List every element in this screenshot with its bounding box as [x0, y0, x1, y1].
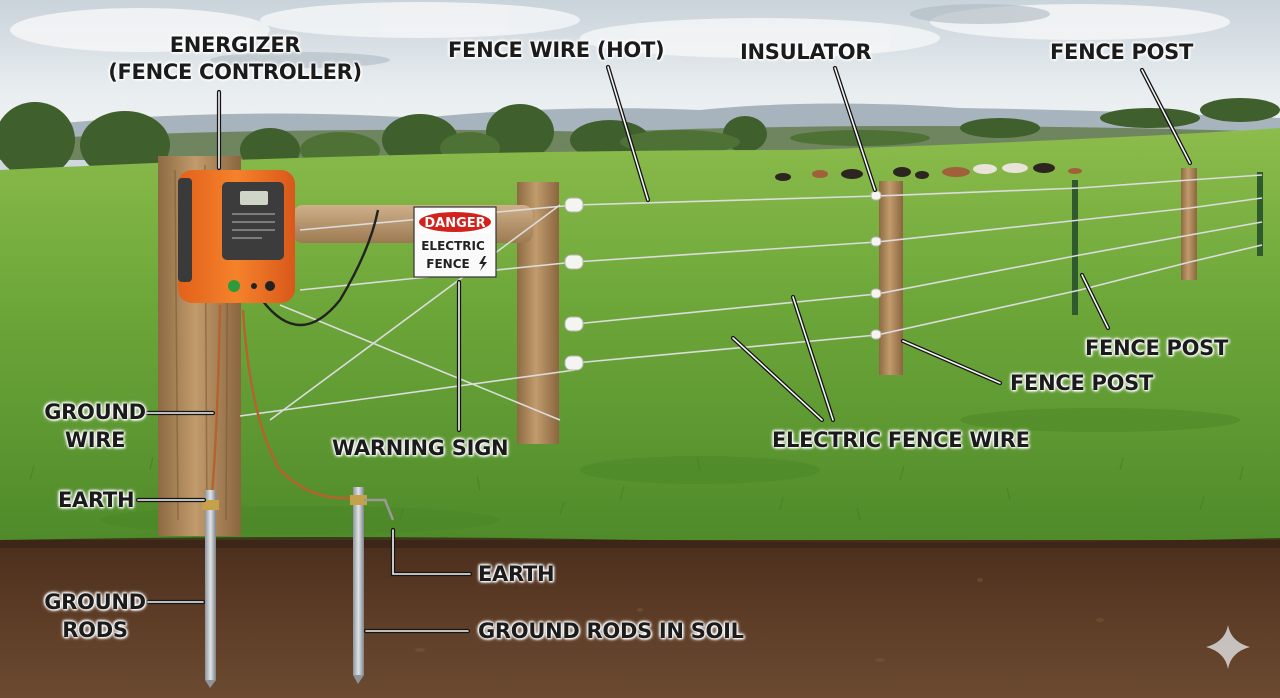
fence-post-label-mid: FENCE POST	[1010, 371, 1154, 395]
lightning-bolt-icon	[479, 256, 487, 271]
ground-wire-label-line2: WIRE	[64, 428, 126, 452]
ground-rod-left	[202, 490, 219, 688]
fence-post-label-top: FENCE POST	[1050, 40, 1194, 64]
energizer-label-line1: ENERGIZER	[169, 33, 301, 57]
ground-rods-label-line1: GROUND	[44, 590, 146, 614]
insulator-label: INSULATOR	[740, 40, 872, 64]
warning-sign-label: WARNING SIGN	[332, 436, 509, 460]
earth-label-right: EARTH	[478, 562, 555, 586]
sign-line2: FENCE	[426, 257, 469, 271]
sign-header: DANGER	[424, 216, 485, 231]
fence-wire-hot-label: FENCE WIRE (HOT)	[448, 38, 665, 62]
danger-sign: DANGER ELECTRIC FENCE	[413, 206, 497, 278]
sparkle-icon	[1206, 625, 1250, 669]
electric-fence-wire-label: ELECTRIC FENCE WIRE	[772, 428, 1030, 452]
earth-label-left: EARTH	[58, 488, 135, 512]
energizer-box	[178, 170, 295, 303]
fence-post-label-right: FENCE POST	[1085, 336, 1229, 360]
ground-wire-label-line1: GROUND	[44, 400, 146, 424]
ground-rod-right	[350, 487, 395, 684]
ground-rods-in-soil-label: GROUND RODS IN SOIL	[478, 619, 744, 643]
ground-rods-label-line2: RODS	[62, 618, 128, 642]
energizer-label-line2: (FENCE CONTROLLER)	[108, 60, 362, 84]
sign-line1: ELECTRIC	[421, 239, 485, 253]
